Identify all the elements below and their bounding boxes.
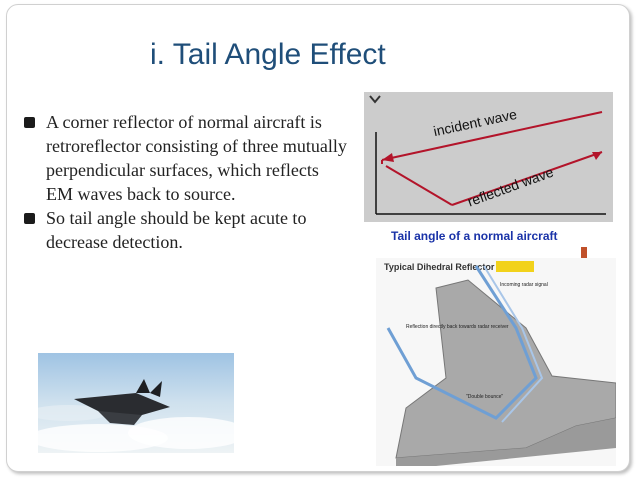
incoming-signal-label: Incoming radar signal bbox=[500, 282, 548, 288]
dihedral-reflector-diagram: Typical Dihedral Reflector Incoming rada… bbox=[376, 258, 616, 466]
figure-caption: Tail angle of a normal aircraft bbox=[391, 229, 558, 243]
double-bounce-label: "Double bounce" bbox=[466, 394, 503, 400]
bullet-item: So tail angle should be kept acute to de… bbox=[20, 206, 350, 254]
bullet-list: A corner reflector of normal aircraft is… bbox=[20, 110, 350, 254]
bullet-item: A corner reflector of normal aircraft is… bbox=[20, 110, 350, 206]
bullet-text: A corner reflector of normal aircraft is… bbox=[46, 112, 347, 204]
reflection-label: Reflection directly back towards radar r… bbox=[406, 324, 509, 330]
slide-title: i. Tail Angle Effect bbox=[150, 38, 386, 71]
stealth-aircraft-photo bbox=[38, 353, 234, 453]
bullet-marker-icon bbox=[24, 117, 35, 128]
bullet-marker-icon bbox=[24, 213, 35, 224]
bullet-text: So tail angle should be kept acute to de… bbox=[46, 208, 307, 252]
corner-reflector-diagram: incident wave reflected wave bbox=[364, 92, 613, 222]
dihedral-title: Typical Dihedral Reflector bbox=[384, 262, 495, 272]
